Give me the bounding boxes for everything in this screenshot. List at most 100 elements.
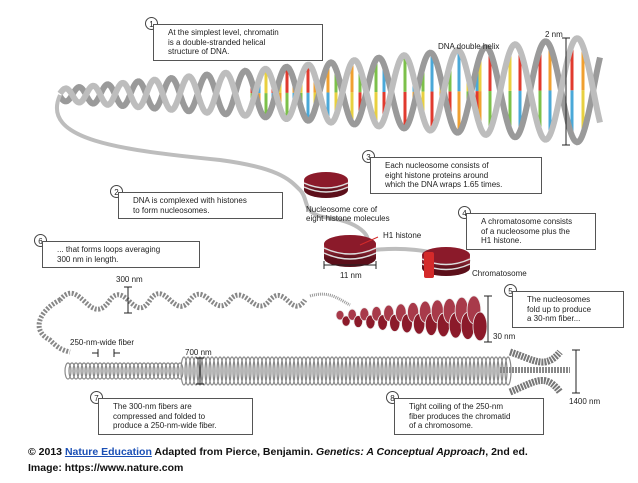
fiber-coil xyxy=(200,356,208,386)
nucleosome-disc xyxy=(335,310,345,321)
fiber-coil xyxy=(232,356,240,386)
fiber-coil xyxy=(420,356,428,386)
fiber-coil xyxy=(432,356,440,386)
callout-8-text: Tight coiling of the 250-nm fiber produc… xyxy=(409,402,511,430)
label-1400nm: 1400 nm xyxy=(569,397,601,406)
dimension-30nm xyxy=(484,295,492,343)
fiber-coil xyxy=(64,362,72,380)
label-2nm: 2 nm xyxy=(545,30,563,39)
callout-3-text: Each nucleosome consists of eight histon… xyxy=(385,161,503,189)
nucleosome-disc xyxy=(472,311,488,342)
fiber-coil xyxy=(368,356,376,386)
fiber-coil xyxy=(476,356,484,386)
fiber-coil xyxy=(272,356,280,386)
fiber-coil xyxy=(204,356,212,386)
nucleosome-11nm xyxy=(323,235,377,267)
fiber-coil xyxy=(324,356,332,386)
callout-1: At the simplest level, chromatin is a do… xyxy=(153,24,323,61)
fiber-coil xyxy=(76,362,84,380)
fiber-coil xyxy=(416,356,424,386)
callout-2: DNA is complexed with histones to form n… xyxy=(118,192,283,219)
fiber-coil xyxy=(360,356,368,386)
fiber-coil xyxy=(320,356,328,386)
fiber-coil xyxy=(136,362,144,380)
fiber-coil xyxy=(372,356,380,386)
fiber-coil xyxy=(144,362,152,380)
250nm-fiber xyxy=(64,356,512,386)
fiber-coil xyxy=(72,362,80,380)
label-chromatosome: Chromatosome xyxy=(472,269,527,278)
fiber-coil xyxy=(176,362,184,380)
fiber-coil xyxy=(68,362,76,380)
fiber-coil xyxy=(328,356,336,386)
fiber-coil xyxy=(440,356,448,386)
dna-double-helix xyxy=(57,35,603,146)
fiber-coil xyxy=(172,362,180,380)
fiber-coil xyxy=(84,362,92,380)
fiber-coil xyxy=(248,356,256,386)
coil-connector xyxy=(309,292,351,307)
callout-6-text: ... that forms loops averaging 300 nm in… xyxy=(57,245,161,264)
callout-5-text: The nucleosomes fold up to produce a 30-… xyxy=(527,295,592,323)
fiber-coil xyxy=(280,356,288,386)
backbone-strand xyxy=(57,35,603,143)
fiber-coil xyxy=(424,356,432,386)
label-nucleosome-core: Nucleosome core of eight histone molecul… xyxy=(306,205,390,223)
fiber-coil xyxy=(276,356,284,386)
fiber-coil xyxy=(264,356,272,386)
credit-prefix: © 2013 xyxy=(28,446,65,458)
fiber-coil xyxy=(228,356,236,386)
nucleosome-disc xyxy=(353,315,364,328)
fiber-coil xyxy=(128,362,136,380)
callout-2-text: DNA is complexed with histones to form n… xyxy=(133,196,247,215)
fiber-coil xyxy=(140,362,148,380)
fiber-coil xyxy=(156,362,164,380)
fiber-coil xyxy=(88,362,96,380)
callout-4-text: A chromatosome consists of a nucleosome … xyxy=(481,217,573,245)
fiber-coil xyxy=(224,356,232,386)
fiber-coil xyxy=(296,356,304,386)
fiber-coil xyxy=(80,362,88,380)
h1-pointer xyxy=(359,236,379,246)
fiber-coil xyxy=(344,356,352,386)
fiber-coil xyxy=(148,362,156,380)
label-30nm: 30 nm xyxy=(493,332,516,341)
fiber-coil xyxy=(220,356,228,386)
fiber-coil xyxy=(348,356,356,386)
callout-8: Tight coiling of the 250-nm fiber produc… xyxy=(394,398,544,435)
fiber-coil xyxy=(336,356,344,386)
fiber-coil xyxy=(160,362,168,380)
fiber-coil xyxy=(376,356,384,386)
nature-education-link[interactable]: Nature Education xyxy=(64,446,152,458)
fiber-coil xyxy=(284,356,292,386)
dimension-250nm xyxy=(92,349,120,357)
fiber-coil xyxy=(164,362,172,380)
fiber-coil xyxy=(316,356,324,386)
label-250nm-fiber: 250-nm-wide fiber xyxy=(70,338,135,347)
nucleosome-top xyxy=(303,172,349,198)
dimension-700nm xyxy=(196,357,204,385)
fiber-coil xyxy=(396,356,404,386)
fiber-coil xyxy=(488,356,496,386)
fiber-coil xyxy=(460,356,468,386)
fiber-coil xyxy=(492,356,500,386)
chromatosome xyxy=(421,247,471,278)
credit-suffix: , 2nd ed. xyxy=(485,446,528,458)
fiber-coil xyxy=(96,362,104,380)
fiber-coil xyxy=(100,362,108,380)
chromatid-arm xyxy=(508,376,563,396)
fiber-coil xyxy=(364,356,372,386)
fiber-coil xyxy=(288,356,296,386)
fiber-coil xyxy=(408,356,416,386)
fiber-coil xyxy=(208,356,216,386)
label-dna-double-helix: DNA double helix xyxy=(438,42,500,51)
label-300nm: 300 nm xyxy=(116,275,143,284)
backbone-strand xyxy=(57,38,603,146)
fiber-coil xyxy=(120,362,128,380)
callout-4: A chromatosome consists of a nucleosome … xyxy=(466,213,596,250)
fiber-coil xyxy=(400,356,408,386)
fiber-coil xyxy=(480,356,488,386)
fiber-coil xyxy=(240,356,248,386)
fiber-coil xyxy=(428,356,436,386)
callout-5: The nucleosomes fold up to produce a 30-… xyxy=(512,291,624,328)
